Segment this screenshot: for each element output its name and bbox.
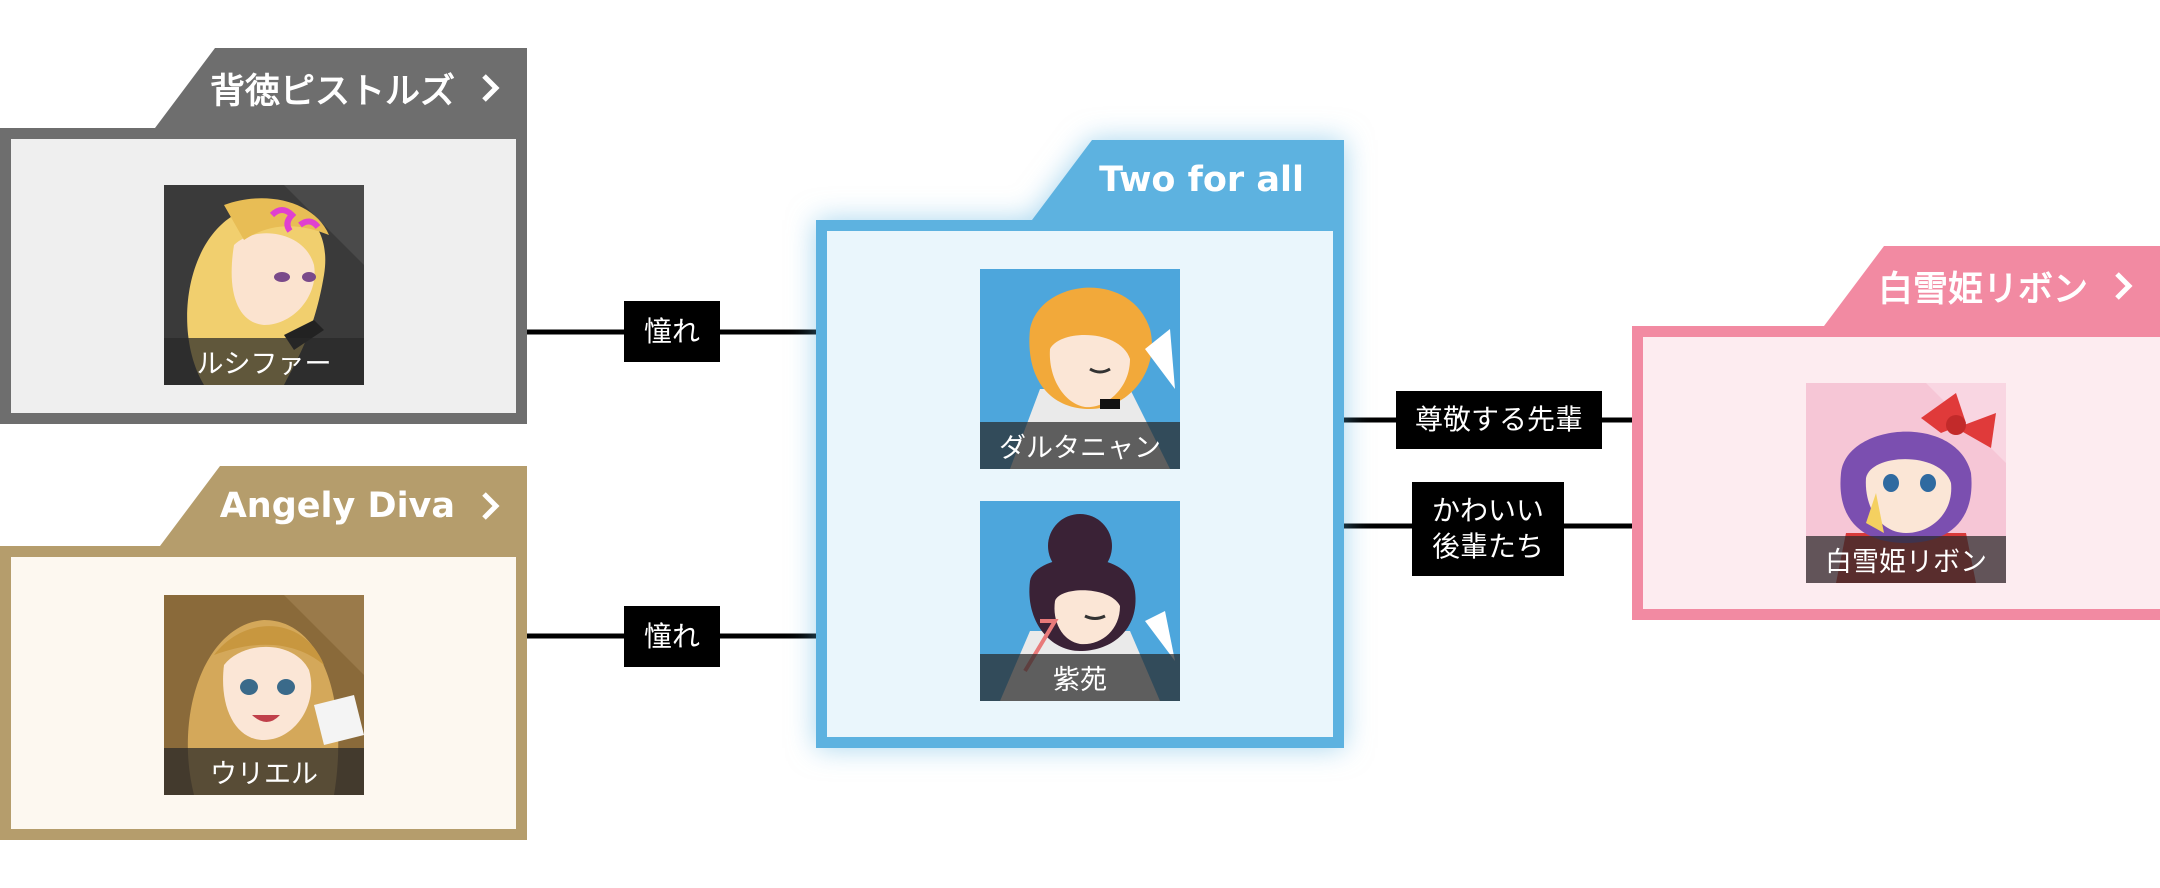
character-card-shion[interactable]: 紫苑 [980, 501, 1180, 701]
character-card-uriel[interactable]: ウリエル [164, 595, 364, 795]
group-tab-two-for-all[interactable]: Two for all [1032, 140, 1344, 220]
group-tab-angely-diva[interactable]: Angely Diva [160, 466, 527, 546]
chevron-right-icon [482, 74, 500, 102]
character-card-shirayuki[interactable]: 白雪姫リボン [1806, 383, 2006, 583]
group-title: Angely Diva [219, 486, 455, 526]
relation-label-to-shirayuki: 尊敬する先輩 [1396, 391, 1602, 449]
group-panel-shirayuki-ribbon: 白雪姫リボン [1632, 326, 2160, 620]
character-name: ルシファー [164, 338, 364, 385]
group-tab-shirayuki-ribbon[interactable]: 白雪姫リボン [1824, 246, 2160, 326]
chevron-right-icon [482, 492, 500, 520]
group-panel-haitoku-pistols: ルシファー [0, 128, 527, 424]
character-name: ダルタニャン [980, 422, 1180, 469]
character-card-lucifer[interactable]: ルシファー [164, 185, 364, 385]
relation-label-shion-uriel: 憧れ [624, 606, 720, 667]
character-name: 白雪姫リボン [1806, 536, 2006, 583]
relation-label-from-shirayuki: かわいい 後輩たち [1412, 482, 1564, 576]
group-title: Two for all [1099, 160, 1304, 200]
chevron-right-icon [2115, 272, 2133, 300]
group-panel-angely-diva: ウリエル [0, 546, 527, 840]
group-panel-two-for-all: ダルタニャン 紫苑 [816, 220, 1344, 748]
character-name: ウリエル [164, 748, 364, 795]
character-card-dartagnan[interactable]: ダルタニャン [980, 269, 1180, 469]
relation-label-dartagnan-lucifer: 憧れ [624, 301, 720, 362]
group-title: 白雪姫リボン [1877, 269, 2088, 310]
group-title: 背徳ピストルズ [209, 71, 455, 112]
character-name: 紫苑 [980, 654, 1180, 701]
group-tab-haitoku-pistols[interactable]: 背徳ピストルズ [155, 48, 527, 128]
